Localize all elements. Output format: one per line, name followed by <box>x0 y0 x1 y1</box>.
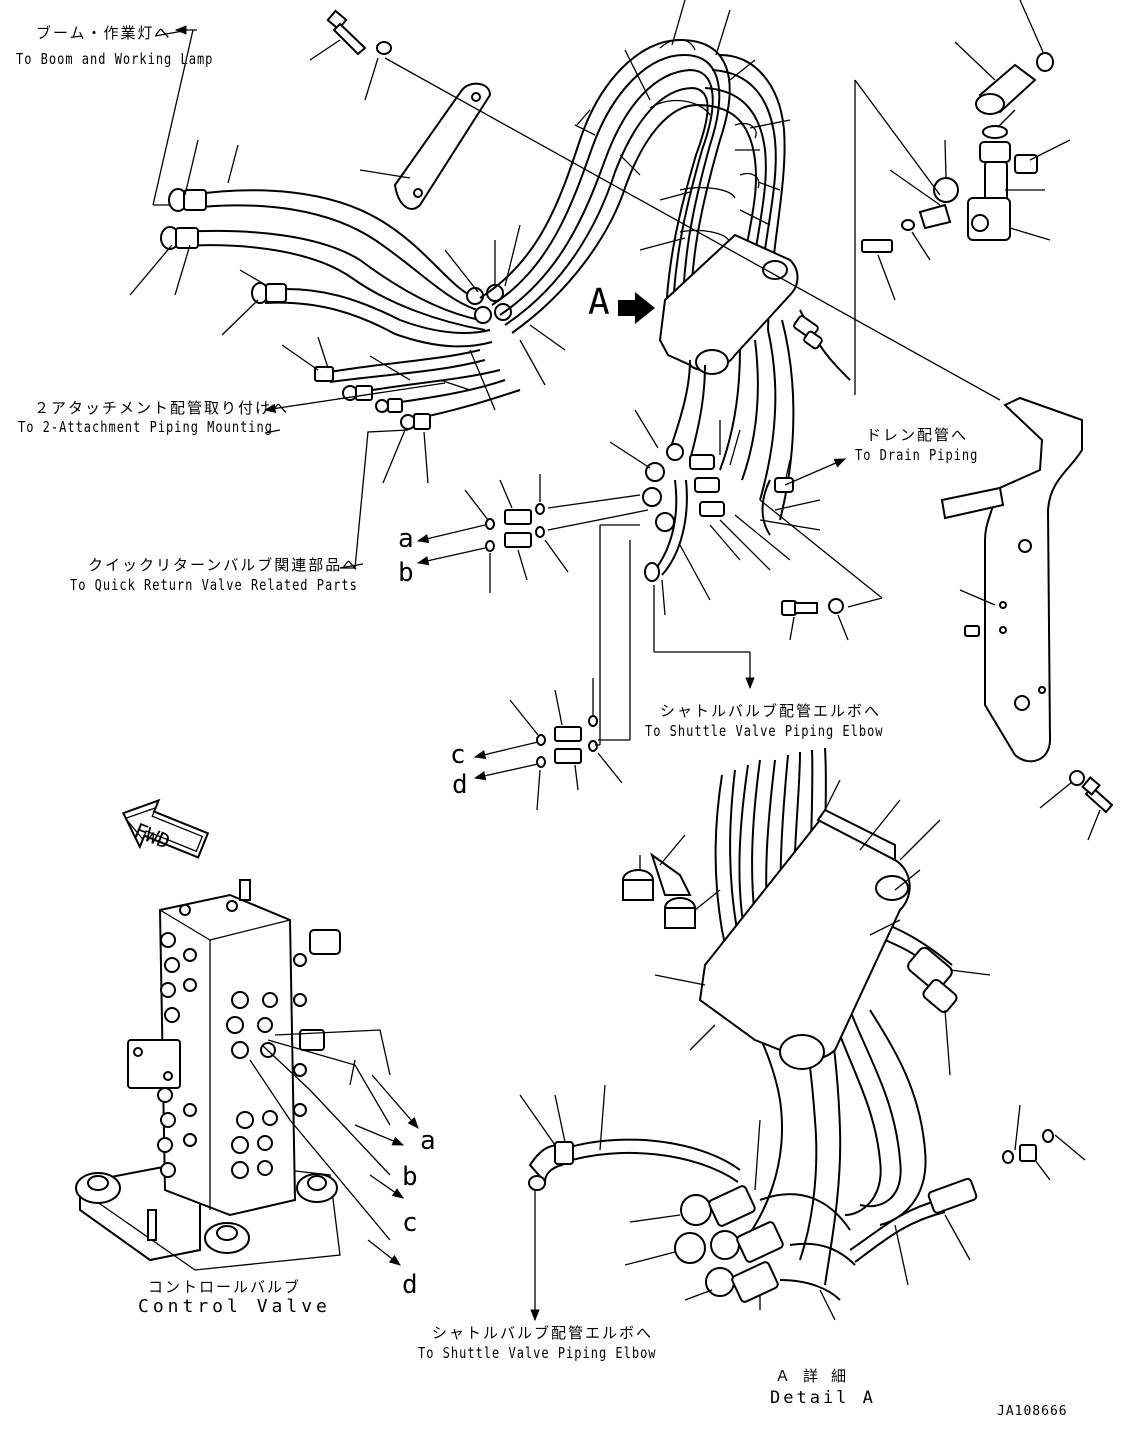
drawing-number: JA108666 <box>997 1404 1068 1419</box>
bolt-washer-center <box>781 598 844 616</box>
fwd-arrow <box>121 798 210 859</box>
control-valve-leaders <box>249 1029 419 1266</box>
port-letter-d-cv: d <box>402 1270 418 1300</box>
elbow-fitting-top-right <box>861 52 1054 253</box>
view-a-letter: A <box>588 282 610 323</box>
detail-a-labels-boxes <box>622 852 696 929</box>
port-letter-c-cv: c <box>402 1208 418 1238</box>
drain-fitting-upper <box>793 315 823 350</box>
label-boom-jp: ブーム・作業灯へ <box>36 24 172 42</box>
label-shuttle-en: To Shuttle Valve Piping Elbow <box>645 722 884 740</box>
hose-fittings-center <box>466 284 512 324</box>
port-letter-a-cv: a <box>420 1126 436 1156</box>
bracket-plate <box>393 82 492 210</box>
detail-a-leaders <box>519 779 1086 1321</box>
detail-a-clamp-block <box>698 808 911 1070</box>
bolt-top <box>326 9 392 56</box>
label-detail-jp: Ａ 詳 細 <box>775 1367 849 1385</box>
label-shuttle2-jp: シャトルバルブ配管エルボへ <box>432 1324 654 1342</box>
label-boom-en: To Boom and Working Lamp <box>16 50 214 68</box>
label-control-valve-jp: コントロールバルブ <box>148 1278 302 1296</box>
clamp-block-upper <box>658 233 799 375</box>
view-a-arrow <box>618 292 655 324</box>
hose-clamps-upper <box>574 38 760 243</box>
label-attach-en: To 2-Attachment Piping Mounting <box>18 418 273 436</box>
fitting-group-cd <box>536 715 598 768</box>
hose-bundle-s-curve <box>479 38 786 346</box>
label-quick-en: To Quick Return Valve Related Parts <box>70 576 358 594</box>
control-valve-ports <box>157 932 307 1179</box>
port-letter-b-cv: b <box>402 1162 418 1192</box>
label-drain-jp: ドレン配管へ <box>866 426 969 444</box>
fitting-group-ab <box>485 503 545 552</box>
label-shuttle2-en: To Shuttle Valve Piping Elbow <box>418 1344 657 1362</box>
label-control-valve-en: Control Valve <box>138 1296 331 1317</box>
detail-a-fittings <box>528 946 1054 1303</box>
port-letter-d-mid: d <box>452 770 468 800</box>
label-attach-jp: ２アタッチメント配管取り付けへ <box>34 399 290 417</box>
port-letter-b-top: b <box>398 558 414 588</box>
hose-fittings-left <box>160 188 431 430</box>
label-shuttle-jp: シャトルバルブ配管エルボへ <box>660 702 882 720</box>
bolt-washer-bracket <box>1069 770 1114 814</box>
center-fitting-cluster <box>642 443 794 582</box>
mounting-bracket-right <box>940 396 1083 763</box>
label-quick-jp: クイックリターンバルブ関連部品へ <box>88 556 360 574</box>
callout-arrows <box>154 25 847 1322</box>
port-letter-c-mid: c <box>450 740 466 770</box>
label-detail-en: Detail A <box>770 1388 876 1408</box>
leader-lines <box>129 0 1101 880</box>
port-letter-a-top: a <box>398 524 414 554</box>
label-drain-en: To Drain Piping <box>855 446 979 464</box>
